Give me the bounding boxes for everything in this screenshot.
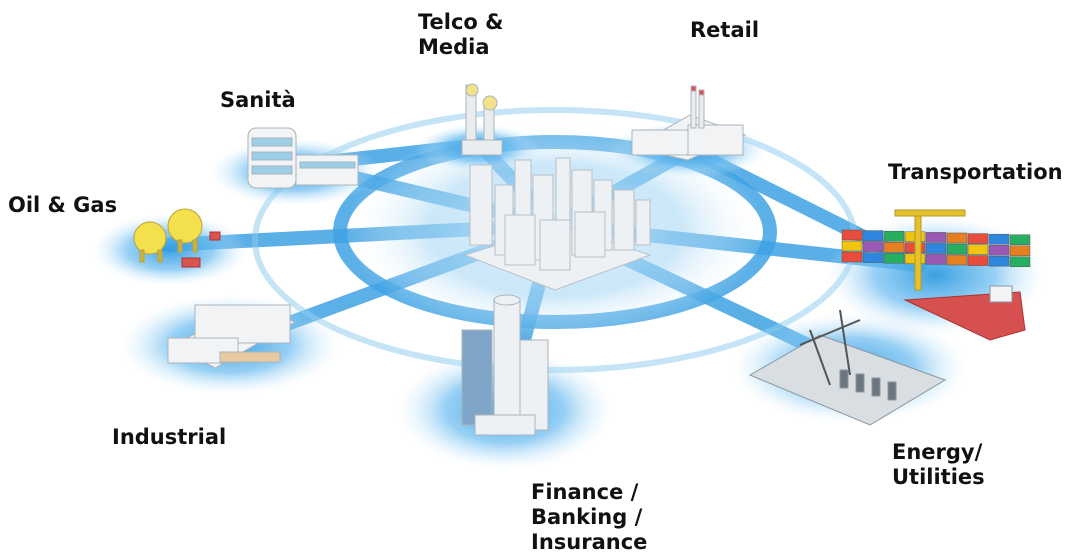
shipping-container [883, 241, 905, 253]
label-oil-gas: Oil & Gas [8, 193, 118, 217]
shipping-container [862, 252, 884, 263]
shipping-container [841, 251, 863, 263]
label-transportation: Transportation [888, 160, 1063, 184]
label-energy-utilities: Energy/ Utilities [892, 440, 985, 489]
shipping-container [988, 255, 1010, 267]
industrial-plant-icon [167, 304, 297, 369]
shipping-container [1009, 245, 1031, 257]
shipping-container [988, 233, 1010, 245]
shipping-container [967, 255, 989, 266]
port-ship-icon [841, 209, 1031, 341]
shipping-container [925, 243, 947, 254]
shipping-container [988, 244, 1010, 256]
label-industrial: Industrial [112, 425, 227, 449]
gas-tanks-icon [133, 208, 221, 268]
shipping-container [883, 230, 905, 242]
power-substation-icon [748, 309, 947, 426]
shipping-container [862, 230, 884, 241]
shipping-container [946, 243, 968, 255]
label-telco-media: Telco & Media [418, 10, 504, 59]
city-hub-icon [463, 157, 652, 291]
shipping-container [841, 229, 863, 241]
shipping-container [841, 240, 863, 252]
shipping-container [862, 241, 884, 252]
telco-tower-icon [461, 83, 503, 156]
shipping-container [967, 244, 989, 255]
shipping-container [925, 254, 947, 265]
shipping-container [967, 233, 989, 244]
shipping-container [1009, 256, 1031, 268]
finance-towers-icon [461, 294, 549, 436]
shipping-container [925, 232, 947, 243]
label-retail: Retail [690, 18, 760, 42]
retail-building-icon [630, 85, 747, 161]
label-finance-banking-insurance: Finance / Banking / Insurance [531, 480, 648, 554]
hospital-icon [247, 127, 359, 189]
oilgas-glow [92, 214, 248, 286]
shipping-container [883, 252, 905, 264]
shipping-container [946, 232, 968, 244]
label-sanita: Sanità [220, 88, 296, 112]
shipping-container [1009, 234, 1031, 246]
shipping-container [946, 254, 968, 266]
